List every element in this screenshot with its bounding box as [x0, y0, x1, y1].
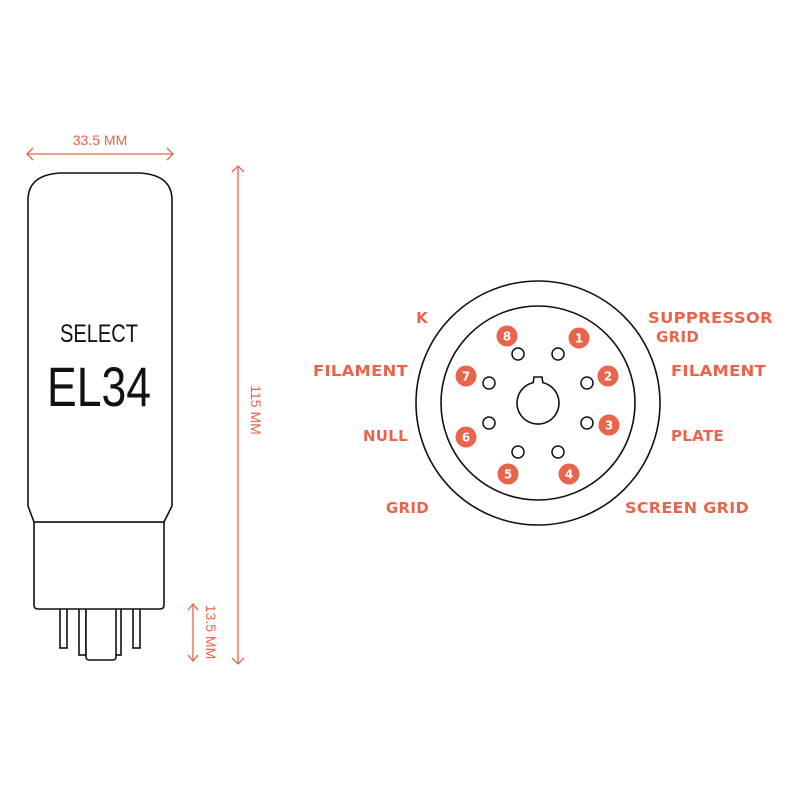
- pin-badge-7: 7: [455, 365, 477, 387]
- pin-length-arrow-bottom: [187, 654, 199, 663]
- pin-hole: [511, 347, 525, 361]
- pin-label-3: PLATE: [671, 427, 724, 445]
- height-dimension-label: 115 MM: [248, 385, 264, 435]
- height-arrow-bottom: [231, 657, 245, 665]
- pin-number: 8: [503, 330, 511, 344]
- pin-length-label: 13.5 MM: [203, 605, 219, 659]
- pin-hole: [551, 347, 565, 361]
- pin-badge-3: 3: [598, 414, 620, 436]
- pin-hole: [482, 376, 496, 390]
- width-arrow-right: [166, 147, 174, 161]
- pin-label-4: SCREEN GRID: [625, 499, 749, 517]
- tube-illustration: SELECT EL34: [27, 172, 173, 661]
- pin-hole: [580, 376, 594, 390]
- pin-number: 5: [504, 468, 512, 482]
- pin-length-dimension: 13.5 MM: [187, 602, 219, 663]
- pin-label-1-line2: GRID: [656, 328, 699, 346]
- tube-base: [33, 521, 165, 610]
- pin-number: 6: [462, 431, 470, 445]
- pin-hole: [482, 416, 496, 430]
- pin-label-5: GRID: [386, 499, 429, 517]
- pin-badge-circle: [597, 365, 619, 387]
- pin-badge-4: 4: [558, 463, 580, 485]
- height-dimension: 115 MM: [231, 165, 264, 665]
- pin-badge-circle: [455, 365, 477, 387]
- pinout-diagram: 1 2 3 4 5 6 7: [313, 280, 773, 526]
- pin-label-2: FILAMENT: [671, 362, 767, 380]
- pin-badge-6: 6: [455, 426, 477, 448]
- tube-model-label: EL34: [47, 355, 151, 418]
- pin-hole: [551, 445, 565, 459]
- pin-number: 3: [605, 419, 613, 433]
- pin-badge-circle: [598, 414, 620, 436]
- pin-badge-1: 1: [568, 327, 590, 349]
- pin-badge-5: 5: [497, 463, 519, 485]
- pin-length-arrow-top: [187, 602, 199, 611]
- pin-number: 1: [575, 332, 583, 346]
- width-arrow-left: [26, 147, 34, 161]
- pin-label-8: K: [416, 309, 429, 327]
- pin-label-1: SUPPRESSOR: [648, 309, 773, 327]
- pin-badge-circle: [558, 463, 580, 485]
- pin-badge-circle: [455, 426, 477, 448]
- pin-label-7: FILAMENT: [313, 362, 409, 380]
- tube-glass-envelope: [27, 172, 173, 523]
- pin-labels: SUPPRESSOR GRID FILAMENT PLATE SCREEN GR…: [313, 309, 773, 517]
- pin-badge-circle: [497, 463, 519, 485]
- pin-badge-circle: [568, 327, 590, 349]
- width-dimension-label: 33.5 MM: [73, 132, 127, 148]
- pin-number: 4: [565, 468, 573, 482]
- pin-number: 7: [462, 370, 470, 384]
- width-dimension: 33.5 MM: [26, 132, 174, 161]
- pin-badge-2: 2: [597, 365, 619, 387]
- pin-label-6: NULL: [363, 427, 408, 445]
- height-arrow-top: [231, 165, 245, 173]
- pin-badge-circle: [496, 325, 518, 347]
- pin-number-badges: 1 2 3 4 5 6 7: [455, 325, 620, 485]
- pin-badge-8: 8: [496, 325, 518, 347]
- pin-hole: [580, 416, 594, 430]
- pin-hole: [511, 445, 525, 459]
- pin-number: 2: [604, 370, 612, 384]
- pin-holes: [482, 347, 594, 459]
- socket-center-key: [516, 376, 560, 425]
- tube-brand-label: SELECT: [60, 320, 138, 348]
